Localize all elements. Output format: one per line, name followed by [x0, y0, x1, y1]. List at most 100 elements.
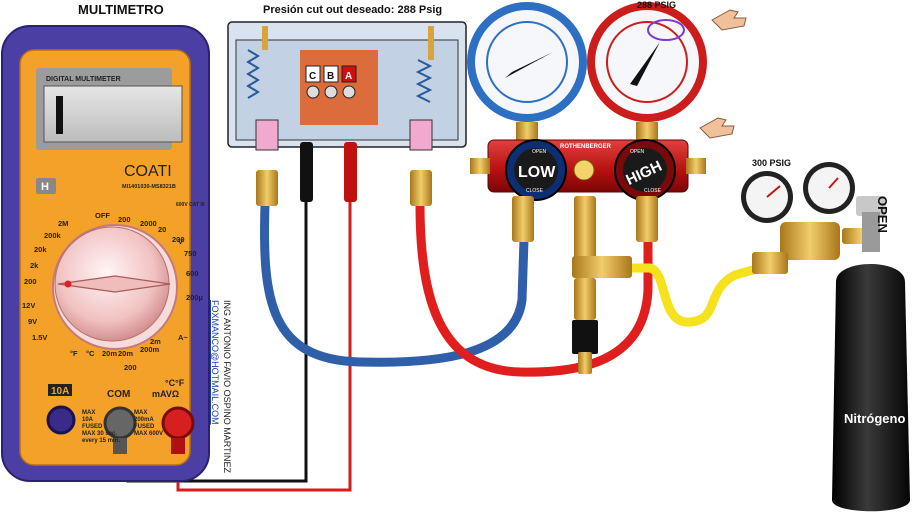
high-open-label: OPEN: [630, 149, 645, 155]
dial-label: 600: [186, 269, 199, 278]
dial-label: 200m: [140, 345, 160, 354]
high-gauge-stem: [636, 122, 658, 144]
terminal-letter: B: [327, 71, 334, 82]
high-pressure-gauge: [587, 2, 707, 144]
cutout-pressure-title: Presión cut out deseado: 288 Psig: [263, 4, 443, 16]
center-hose-fitting: [574, 196, 596, 266]
low-valve-knob-center: [514, 148, 558, 192]
dial-label: °F: [70, 349, 78, 358]
dial-indicator: [64, 280, 72, 288]
regulator-outlet: [752, 252, 788, 274]
dial-label: 200: [118, 215, 131, 224]
hold-button[interactable]: [36, 178, 56, 194]
low-port-fitting: [256, 170, 278, 206]
fuse-10a-line: 10A: [82, 417, 94, 423]
lcd-screen: [43, 85, 183, 143]
low-knob-label: LOW: [518, 164, 556, 181]
pointing-hand-icon-2: [699, 117, 735, 139]
terminal-a-box: [341, 65, 357, 83]
terminal-screw-1[interactable]: [306, 85, 320, 99]
red-probe: [344, 142, 357, 202]
high-close-label: CLOSE: [644, 188, 662, 194]
tee-lower-fitting: [574, 278, 596, 320]
terminal-letter: A: [345, 71, 352, 82]
high-gauge-scale: [606, 21, 688, 103]
manifold-body: ROTHENBERGER LOW OPEN CLOSE HIGH OPEN CL…: [470, 139, 706, 374]
fuse-10a-line: MAX: [82, 410, 95, 416]
com-probe-plug: [113, 438, 127, 454]
dial-label: 200µ: [186, 293, 203, 302]
port-com-label: COM: [107, 389, 130, 400]
manifold-right-port: [686, 158, 706, 174]
cylinder-label: Nitrógeno: [844, 411, 905, 426]
cylinder-open-label: OPEN: [875, 196, 890, 233]
port-10a-label-box: [48, 384, 72, 396]
dial-label: 20: [158, 225, 166, 234]
dial-label: OFF: [95, 211, 110, 220]
mav-probe-plug: [171, 438, 185, 454]
model-number: MI1401030-MS8321B: [122, 184, 176, 190]
dial-label: 9V: [28, 317, 37, 326]
dial-label: V: [178, 237, 183, 246]
schrader-core: [578, 352, 592, 374]
low-hose-fitting: [512, 196, 534, 242]
schrader-valve: [572, 320, 598, 354]
dial-pointer: [57, 275, 171, 293]
port-10a-jack[interactable]: [46, 405, 76, 435]
high-hose-fitting: [636, 196, 658, 242]
display-caption: DIGITAL MULTIMETER: [46, 76, 121, 83]
port-mav-jack[interactable]: [161, 406, 195, 440]
high-valve-knob-center: [623, 148, 667, 192]
low-pressure-gauge: [467, 2, 587, 144]
low-adjust-screw[interactable]: [262, 26, 268, 50]
author-name: ING ANTONIO FAVIO OSPINO MARTINEZ: [222, 300, 232, 474]
multimeter: DIGITAL MULTIMETER H COATI MI1401030-MS8…: [1, 25, 210, 482]
dial-label: 200: [24, 277, 37, 286]
pointing-hand-icon: [699, 9, 747, 139]
low-gauge-stem: [516, 122, 538, 144]
terminal-c-box: [305, 65, 321, 83]
manifold-left-port: [470, 158, 490, 174]
brand-logo: COATI: [124, 163, 172, 180]
high-adjust-screw[interactable]: [428, 26, 434, 60]
port-mav-label: mAVΩ: [152, 389, 179, 399]
terminal-screw-2[interactable]: [324, 85, 338, 99]
low-bellows: [255, 119, 279, 151]
multimeter-title: MULTIMETRO: [78, 2, 164, 17]
dial-label: 20m: [102, 349, 117, 358]
high-gauge-reading-label: 288 PSIG: [637, 0, 677, 10]
dial-label: °C: [86, 349, 95, 358]
setpoint-highlight: [647, 19, 685, 41]
high-spring-icon: [415, 59, 433, 103]
regulator-gauge-left-needle: [766, 185, 781, 198]
dial-label: 12V: [22, 301, 35, 310]
terminal-screw-3[interactable]: [342, 85, 356, 99]
dial-label: 1.5V: [32, 333, 47, 342]
nitrogen-regulator: [741, 162, 886, 274]
dial-label: 20m: [118, 349, 133, 358]
fuse-10a-line: FUSED: [82, 424, 103, 430]
fuse-ma-line: 200mA: [134, 417, 154, 423]
nitrogen-cylinder: Nitrógeno: [832, 212, 910, 512]
low-gauge-scale: [486, 21, 568, 103]
dial-label: 2m: [150, 337, 161, 346]
dial-label: 200k: [44, 231, 62, 240]
fuse-ma-line: FUSED: [134, 424, 155, 430]
regulator-body: [780, 222, 840, 260]
fuse-ma-line: MAX 600V: [134, 431, 163, 437]
dial-label: A~: [178, 333, 188, 342]
author-email[interactable]: FOXMANCO@HOTMAIL.COM: [210, 300, 220, 425]
dial-label: 200: [172, 235, 185, 244]
terminal-b-box: [323, 65, 339, 83]
tee-fitting: [572, 256, 632, 278]
black-probe: [300, 142, 313, 202]
cylinder-valve-handle[interactable]: [856, 196, 886, 216]
fuse-10a-line: every 15 min.: [82, 438, 120, 444]
sight-glass: [573, 159, 595, 181]
yellow-hose: [623, 263, 765, 327]
dial-label: 750: [184, 249, 197, 258]
